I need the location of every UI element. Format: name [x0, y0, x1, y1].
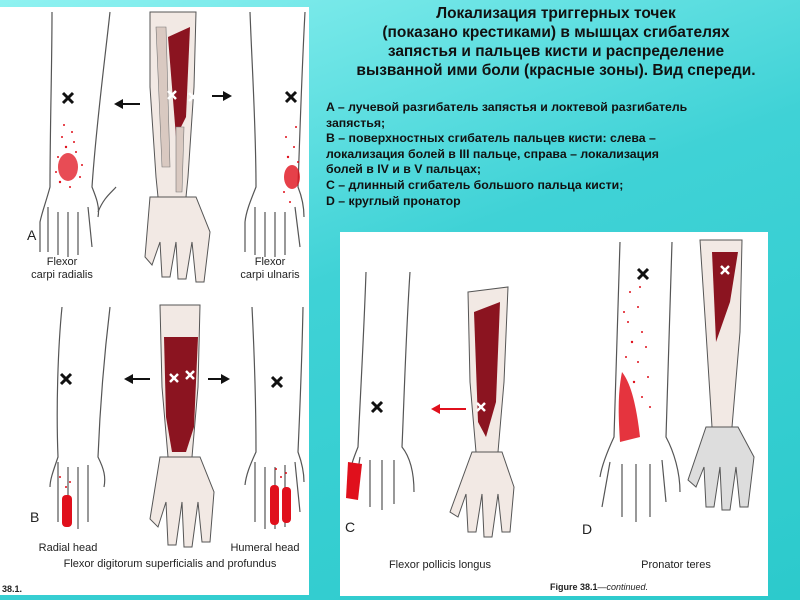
- figure-panel-ab: A Flexor carpi radialis Flexor carpi uln…: [0, 7, 309, 595]
- cross-icon: [59, 372, 73, 386]
- panel-b-left-label: Radial head: [39, 542, 98, 554]
- cross-icon: [61, 91, 75, 105]
- legend-line-b: B – поверхностных сгибатель пальцев кист…: [326, 131, 656, 146]
- figure-caption-bold: Figure 38.1: [550, 582, 598, 592]
- legend-line-b-cont2: болей в IV и в V пальцах;: [326, 162, 481, 177]
- legend-text: A – лучевой разгибатель запястья и локте…: [326, 100, 796, 209]
- title-line-4: вызванной ими боли (красные зоны). Вид с…: [356, 62, 756, 79]
- figure-number: 38.1.: [2, 584, 22, 594]
- arm-d-left: [599, 241, 681, 522]
- pain-zone-a-right: [283, 126, 300, 203]
- pain-zone-c: [346, 462, 362, 500]
- pain-zone-d: [618, 286, 651, 442]
- arm-a-right: [244, 11, 306, 257]
- arrow-left-icon: [124, 374, 150, 384]
- arm-b-left: [49, 306, 111, 529]
- arrow-right-icon: [208, 374, 230, 384]
- arrow-left-icon: [431, 404, 466, 414]
- panel-a-left-label-1: Flexor: [47, 256, 78, 268]
- figure-ab-illustration: A Flexor carpi radialis Flexor carpi uln…: [2, 11, 306, 594]
- panel-a-right-label-2: carpi ulnaris: [240, 269, 300, 281]
- figure-panel-cd: C Flexor pollicis longus D Pronator tere…: [340, 232, 768, 596]
- title-line-2: (показано крестиками) в мышцах сгибателя…: [382, 24, 730, 41]
- figure-cd-illustration: C Flexor pollicis longus D Pronator tere…: [345, 239, 755, 592]
- cross-icon: [270, 375, 284, 389]
- arrow-right-icon: [212, 91, 232, 101]
- panel-a-letter: A: [27, 227, 37, 243]
- cross-icon: [370, 400, 384, 414]
- arm-c-center: [449, 286, 515, 538]
- figure-caption-rest: —continued.: [597, 582, 649, 592]
- legend-line-a: A – лучевой разгибатель запястья и локте…: [326, 100, 688, 114]
- arrow-left-icon: [114, 99, 140, 109]
- panel-b-letter: B: [30, 509, 39, 525]
- panel-b-right-label: Humeral head: [230, 542, 299, 554]
- panel-a-right-label-1: Flexor: [255, 256, 286, 268]
- pain-zone-b-left: [59, 476, 72, 527]
- legend-line-d: D – круглый пронатор: [326, 193, 461, 208]
- panel-d-label: Pronator teres: [641, 559, 711, 571]
- arm-b-center: [149, 304, 215, 548]
- legend-line-b-cont1: локализация болей в III пальце, справа –…: [326, 146, 659, 161]
- panel-b-caption: Flexor digitorum superficialis and profu…: [64, 558, 277, 570]
- cross-icon: [284, 90, 298, 104]
- cross-icon: [636, 267, 650, 281]
- panel-a-left-label-2: carpi radialis: [31, 269, 93, 281]
- figure-caption: Figure 38.1—continued.: [550, 582, 648, 592]
- legend-line-a-cont: запястья;: [326, 115, 386, 130]
- arm-d-right: [687, 239, 755, 511]
- title-line-3: запястья и пальцев кисти и распределение: [387, 43, 725, 60]
- pain-zone-a-left: [55, 124, 83, 188]
- pain-zone-b-right: [270, 468, 291, 525]
- panel-d-letter: D: [582, 521, 592, 537]
- arm-a-left: [39, 11, 117, 257]
- panel-c-letter: C: [345, 519, 355, 535]
- title-line-1: Локализация триггерных точек: [436, 5, 676, 22]
- arm-b-right: [244, 306, 305, 529]
- legend-line-c: C – длинный сгибатель большого пальца ки…: [326, 177, 624, 192]
- slide-title: Локализация триггерных точек (показано к…: [318, 4, 794, 80]
- panel-c-label: Flexor pollicis longus: [389, 559, 492, 571]
- arm-a-center: [144, 11, 211, 283]
